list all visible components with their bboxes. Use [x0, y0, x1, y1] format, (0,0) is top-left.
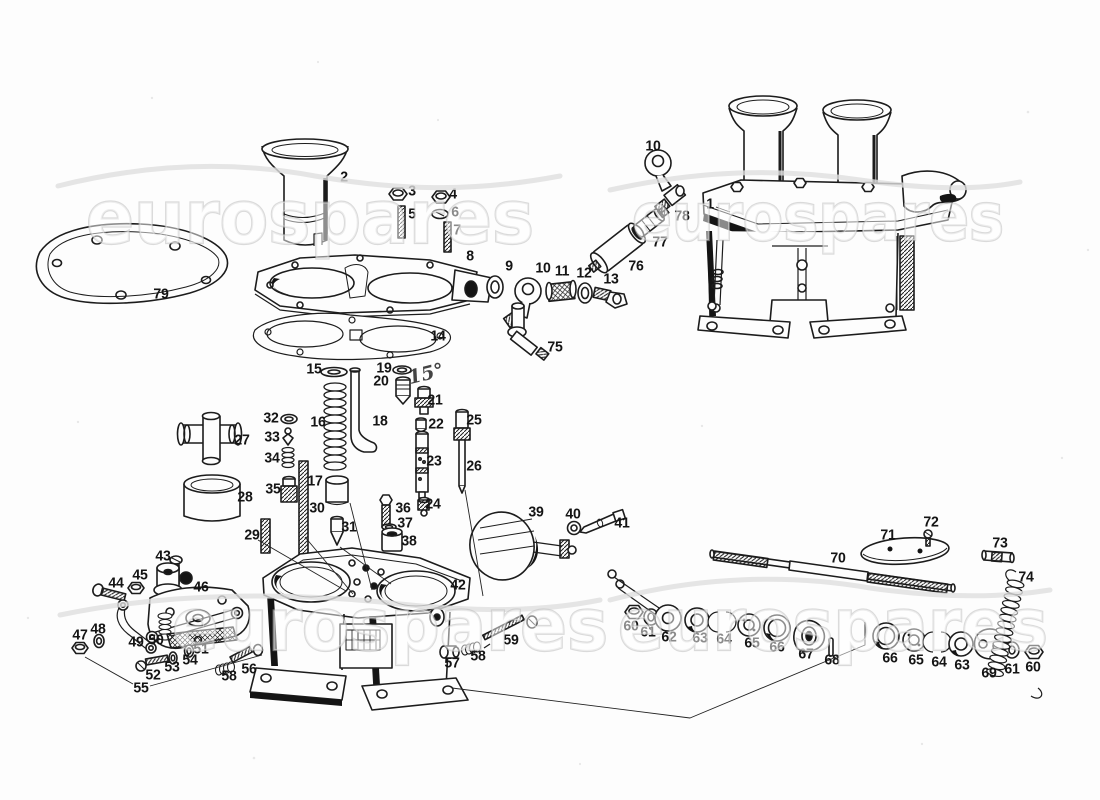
- part-40-washer: [566, 520, 582, 536]
- part-8-top-cover: [254, 254, 493, 318]
- part-73-pin: [981, 549, 1015, 564]
- part-31-valve: [330, 515, 344, 546]
- part-28-sleeve: [183, 474, 241, 522]
- part-6-lock-washer: [431, 208, 449, 220]
- part-47-nut: [71, 641, 89, 655]
- part-14-cover-gasket: [252, 312, 452, 361]
- part-63-bushing-a: [684, 607, 710, 633]
- part-16-pump-spring: [323, 382, 347, 471]
- swoosh-bottom-right: [607, 576, 1053, 603]
- part-38-bucket: [381, 527, 403, 552]
- part-4-nut: [431, 190, 451, 204]
- part-74-return-spring: [986, 569, 1043, 699]
- part-13-banjo-bolt: [592, 286, 628, 309]
- part-17-pump-piston: [325, 475, 349, 506]
- part-20-pump-jet: [395, 376, 411, 405]
- part-67-pump-cam: [793, 619, 826, 653]
- part-59-adjust-screw: [481, 614, 538, 649]
- part-65-bearing-a: [737, 613, 761, 637]
- part-21-needle-valve: [414, 385, 434, 415]
- part-34-spring: [281, 446, 295, 469]
- part-9-washer: [486, 275, 504, 299]
- part-56-bolt: [229, 643, 264, 664]
- part-65-bearing-b: [902, 628, 926, 652]
- part-33-poppet: [282, 427, 294, 446]
- part-25-26-needle: [453, 408, 471, 494]
- part-78-elbow-bolt: [654, 183, 687, 215]
- part-63-bushing-b: [948, 631, 974, 657]
- part-42-carburetor-body: [249, 547, 471, 711]
- part-32-washer: [280, 413, 298, 425]
- swoosh-top-left: [55, 163, 563, 191]
- part-79-gasket: [35, 222, 229, 305]
- part-52-screw: [135, 654, 169, 672]
- part-50-spring-washers: [157, 612, 173, 641]
- part-75-elbow-fitting: [507, 302, 550, 361]
- part-66-roller-a: [763, 614, 791, 642]
- part-41-needle-valve: [579, 508, 627, 534]
- part-66-roller-b: [872, 622, 900, 650]
- part-23-emulsion-tube: [415, 430, 429, 499]
- part-62-lever: [607, 569, 682, 632]
- part-51-gauze-strainer: [166, 626, 238, 649]
- part-64-shells-a: [707, 611, 737, 633]
- part-72-screw: [923, 529, 933, 547]
- part-7-stud: [443, 221, 452, 253]
- part-48-washer: [93, 633, 105, 649]
- part-29-stud: [260, 518, 271, 554]
- part-57-plug: [439, 645, 460, 659]
- watermark-text-bottom-left: eurospares: [172, 583, 608, 667]
- part-1-carburetor-assembly: [697, 95, 967, 339]
- watermark-text-top-right: eurospares: [632, 179, 1004, 256]
- part-45-nut: [127, 581, 145, 595]
- scan-noise: [26, 60, 1090, 766]
- part-11-filter-gauze: [545, 279, 577, 303]
- part-39-float: [469, 511, 577, 581]
- part-36-bolt: [379, 494, 393, 528]
- part-60-nut-a: [624, 604, 644, 620]
- leader-lines: [84, 206, 866, 719]
- part-35-plug: [280, 475, 298, 503]
- swoosh-bottom-left: [57, 593, 603, 618]
- part-44-bolt: [92, 583, 127, 602]
- watermark-text-top-left: eurospares: [86, 175, 534, 261]
- part-19-washer: [392, 365, 412, 375]
- part-18-pump-rod: [349, 367, 378, 453]
- part-53-washer: [168, 651, 178, 665]
- watermark-text-bottom-right: eurospares: [618, 583, 1048, 667]
- part-70-throttle-shaft: [709, 549, 956, 594]
- part-5-stud: [397, 205, 406, 239]
- part-27-tee-fitting: [176, 411, 243, 466]
- part-68-pin: [828, 637, 834, 657]
- part-15-spring-seat: [320, 366, 348, 378]
- part-58-spring-b: [460, 641, 482, 656]
- part-12-washer: [577, 282, 593, 304]
- part-54-washer: [183, 644, 195, 658]
- part-60-nut-b: [1024, 644, 1044, 660]
- part-24-valve: [417, 496, 431, 517]
- swoosh-top-right: [607, 170, 1023, 193]
